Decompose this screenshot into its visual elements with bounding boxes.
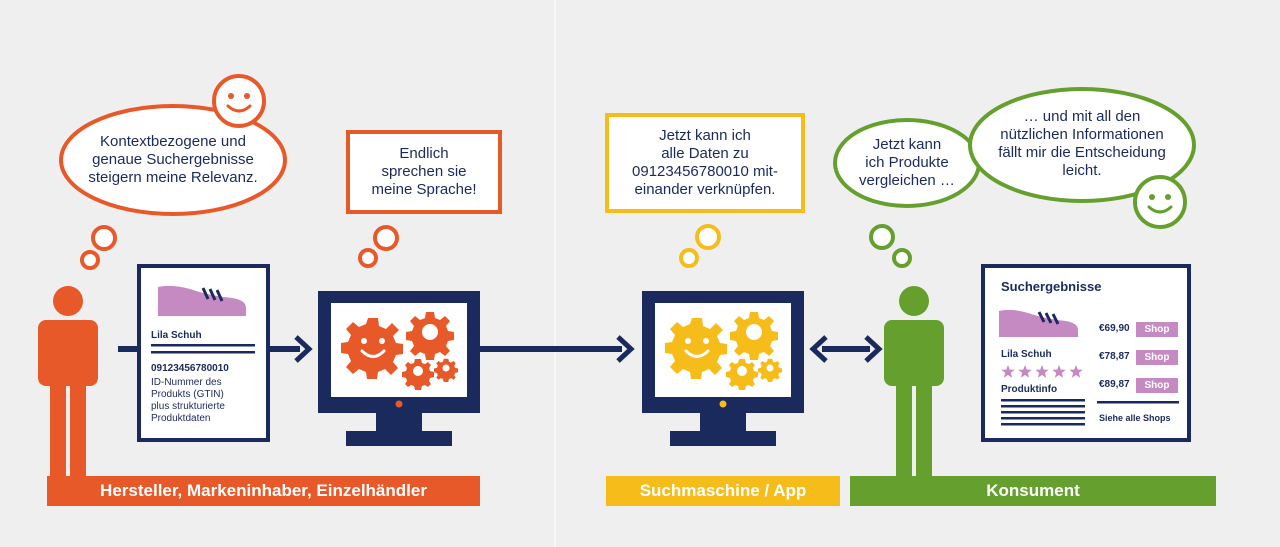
search-engine-monitor-icon (642, 291, 804, 446)
manufacturer-thought-text: Kontextbezogene und genaue Suchergebniss… (88, 133, 258, 186)
smiley-icon (684, 338, 710, 358)
star-icon (1018, 365, 1032, 378)
star-icon (1052, 365, 1066, 378)
double-arrow-icon (809, 335, 883, 363)
manufacturer-smiley-icon (212, 74, 266, 128)
consumer-thought-text-1: Jetzt kann ich Produkte vergleichen … (859, 136, 955, 189)
star-icon (1069, 365, 1083, 378)
computer-speech-text: Endlich sprechen sie meine Sprache! (371, 145, 477, 198)
shoe-icon (999, 309, 1078, 337)
consumer-thought-bubbles (833, 87, 1196, 268)
smiley-icon (360, 338, 386, 358)
search-engine-speech-text: Jetzt kann ich alle Daten zu 09123456780… (632, 127, 778, 198)
shoe-icon (158, 285, 246, 316)
product-card-description: ID-Nummer des Produkts (GTIN) plus struk… (151, 377, 225, 424)
search-engine-speech-box (605, 113, 805, 268)
results-all-shops: Siehe alle Shops (1099, 413, 1171, 423)
manufacturer-label: Hersteller, Markeninhaber, Einzelhändler (47, 476, 480, 506)
results-product-name: Lila Schuh (1001, 349, 1052, 360)
consumer-person-icon (884, 286, 944, 476)
manufacturer-monitor-icon (318, 291, 480, 446)
section-divider (554, 0, 556, 547)
shop-button[interactable]: Shop (1136, 378, 1178, 393)
consumer-label: Konsument (850, 476, 1216, 506)
consumer-smiley-icon (1133, 175, 1187, 229)
product-card-title: Lila Schuh (151, 330, 202, 341)
arrow-right-icon (118, 335, 313, 363)
offer-price: €69,90 (1099, 323, 1130, 334)
manufacturer-person-icon (38, 286, 98, 476)
shop-button[interactable]: Shop (1136, 350, 1178, 365)
star-icon (1001, 365, 1015, 378)
results-card-title: Suchergebnisse (1001, 279, 1102, 294)
manufacturer-thought-bubble (59, 104, 287, 270)
offer-price: €78,87 (1099, 351, 1130, 362)
offer-price: €89,87 (1099, 379, 1130, 390)
product-card-gtin: 09123456780010 (151, 363, 229, 374)
search-engine-label: Suchmaschine / App (606, 476, 840, 506)
results-product-info: Produktinfo (1001, 384, 1058, 395)
star-icon (1035, 365, 1049, 378)
shop-button[interactable]: Shop (1136, 322, 1178, 337)
computer-speech-box (346, 130, 502, 268)
rating-stars (1001, 365, 1083, 378)
product-card (137, 264, 270, 442)
consumer-thought-text-2: … und mit all den nützlichen Information… (998, 108, 1166, 179)
arrow-right-icon (480, 335, 635, 363)
